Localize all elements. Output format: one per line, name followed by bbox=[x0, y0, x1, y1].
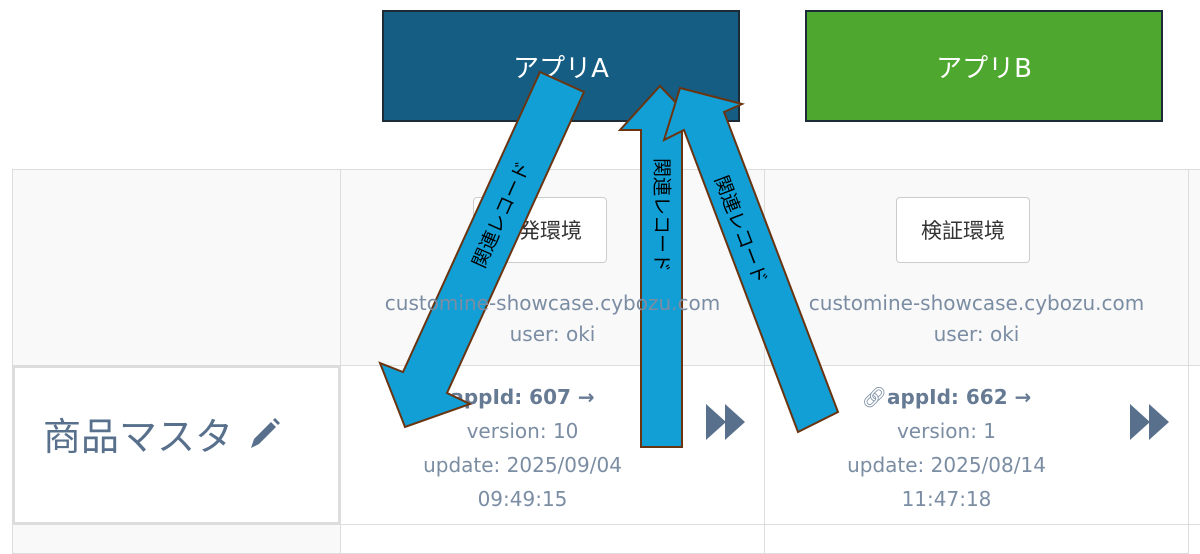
arrow-label-2: 関連レコード bbox=[651, 158, 673, 272]
row-cell-test: 🔗︎appId: 662 → version: 1 update: 2025/0… bbox=[764, 365, 1189, 525]
update-text: update: 2025/09/04 bbox=[423, 453, 622, 477]
host-text: customine-showcase.cybozu.com bbox=[384, 291, 721, 315]
fast-forward-icon[interactable] bbox=[1130, 404, 1170, 440]
version-text: version: 10 bbox=[466, 419, 579, 443]
corner-cell bbox=[12, 169, 341, 366]
time-text: 09:49:15 bbox=[477, 487, 568, 511]
row-label-cell: 商品マスタ bbox=[12, 365, 341, 525]
user-text: user: oki bbox=[509, 322, 596, 346]
user-text: user: oki bbox=[933, 322, 1020, 346]
appid-link[interactable]: appId: 662 → bbox=[887, 385, 1032, 409]
row-label: 商品マスタ bbox=[43, 415, 234, 459]
link-icon: 🔗︎ bbox=[861, 385, 888, 409]
arrow-overlay: 関連レコード 関連レコード 関連レコード bbox=[378, 70, 840, 448]
appid-link[interactable]: appId: 607 → bbox=[450, 385, 595, 409]
time-text: 11:47:18 bbox=[901, 487, 992, 511]
row-cell-next bbox=[1188, 365, 1200, 525]
app-a-label: アプリA bbox=[513, 53, 609, 84]
env-button-test[interactable]: 検証環境 bbox=[896, 197, 1030, 263]
app-b-box: アプリB bbox=[805, 10, 1163, 122]
pencil-icon[interactable] bbox=[247, 417, 281, 451]
version-text: version: 1 bbox=[896, 419, 997, 443]
update-text: update: 2025/08/14 bbox=[847, 453, 1046, 477]
arrow-down-left bbox=[378, 70, 586, 429]
fast-forward-icon[interactable] bbox=[706, 404, 746, 440]
app-b-label: アプリB bbox=[936, 53, 1032, 84]
arrow-up-left bbox=[662, 86, 840, 434]
host-text: customine-showcase.cybozu.com bbox=[808, 291, 1145, 315]
column-header-test: 検証環境 customine-showcase.cybozu.com user: … bbox=[764, 169, 1189, 366]
